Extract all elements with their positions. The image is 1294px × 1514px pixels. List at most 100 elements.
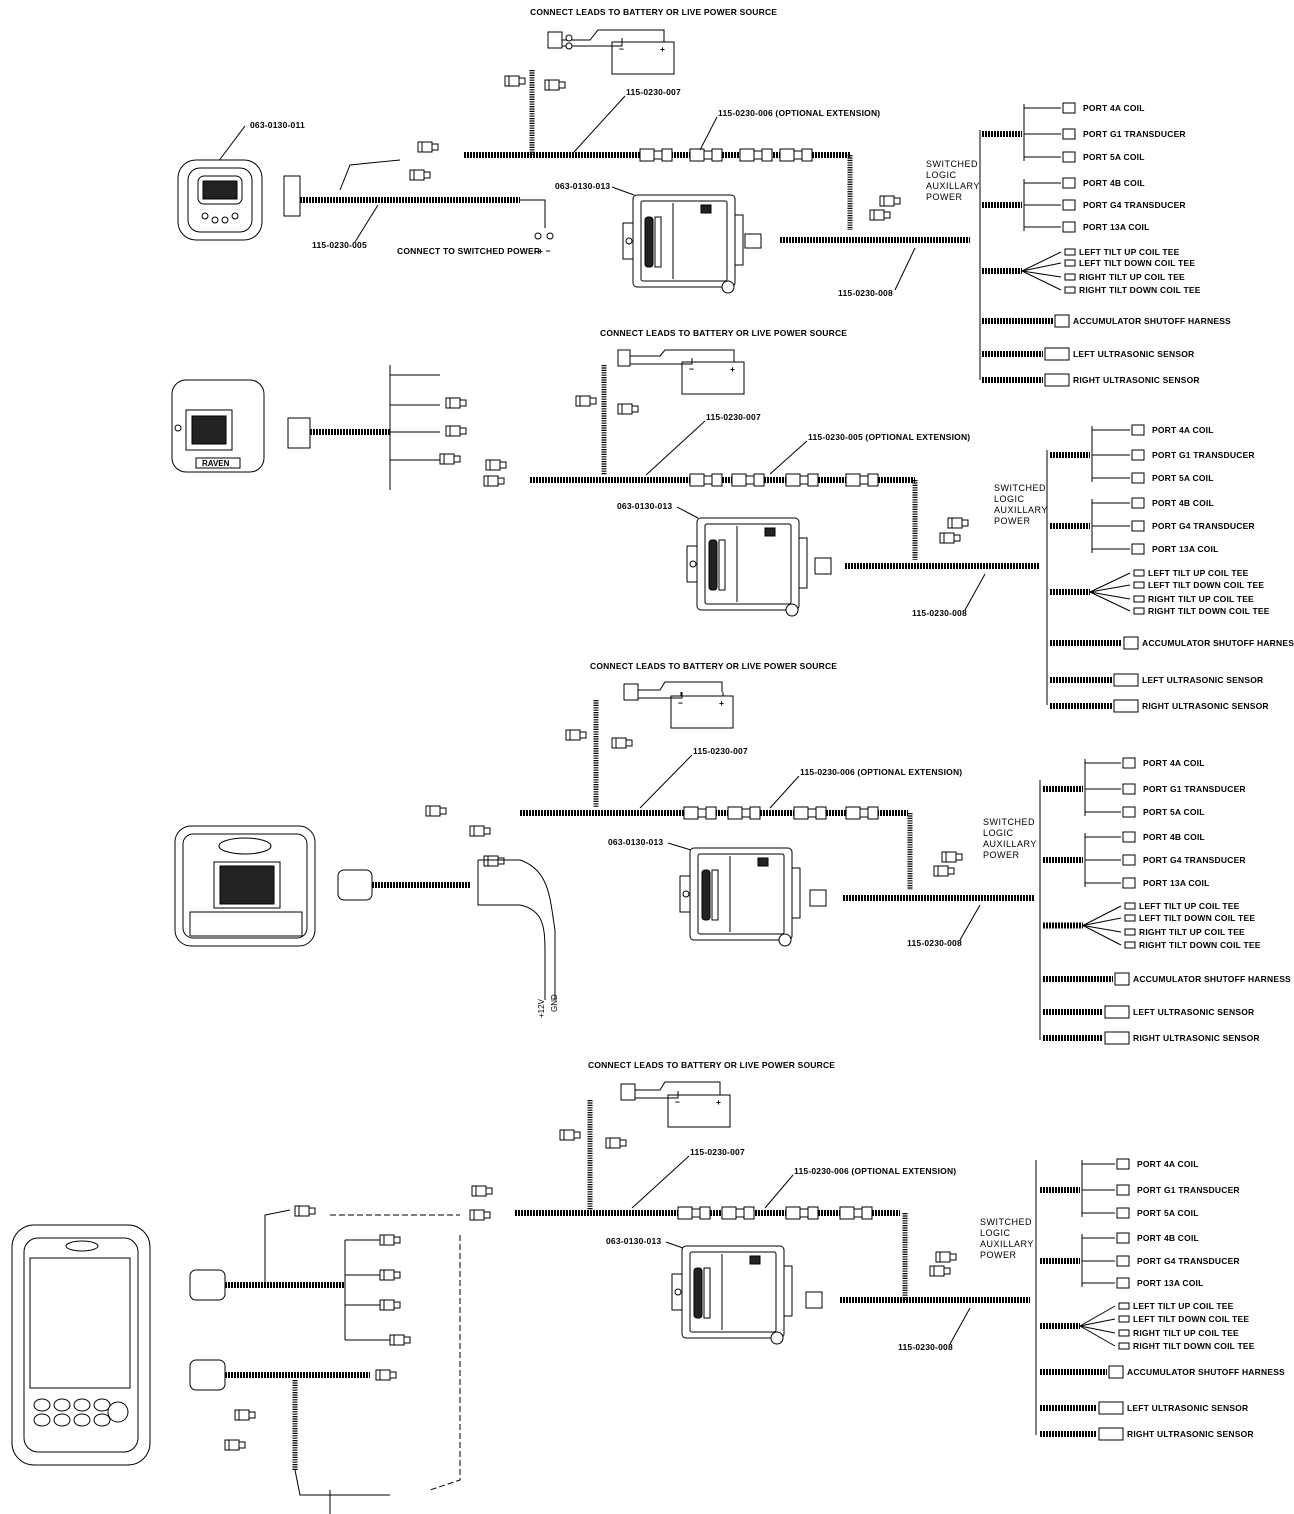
- diagram-4: CONNECT LEADS TO BATTERY OR LIVE POWER S…: [11, 1060, 1037, 1514]
- power-plus-label: +12V: [537, 998, 546, 1018]
- tee-connector-icon: [1133, 581, 1145, 589]
- switched-power-polarity: + −: [538, 246, 551, 256]
- valve-harness-label: 115-0230-008: [898, 1342, 953, 1352]
- main-harness-label: 115-0230-007: [693, 746, 748, 756]
- port-label: PORT 4B COIL: [1137, 1233, 1199, 1243]
- tee-label: RIGHT TILT UP COIL TEE: [1079, 272, 1185, 282]
- node-label: 063-0130-013: [617, 501, 672, 511]
- sensor-label: RIGHT ULTRASONIC SENSOR: [1073, 375, 1200, 385]
- console-harness-label: 115-0230-005: [312, 240, 367, 250]
- port-connector-icon: [1122, 854, 1136, 866]
- port-connector-icon: [1131, 424, 1145, 436]
- aux-power-3d: POWER: [983, 850, 1020, 860]
- port-label: PORT 5A COIL: [1137, 1208, 1199, 1218]
- port-label: PORT 4A COIL: [1143, 758, 1205, 768]
- accumulator-connector-icon: [1108, 1365, 1124, 1379]
- main-harness-label: 115-0230-007: [690, 1147, 745, 1157]
- port-label: PORT 4A COIL: [1083, 103, 1145, 113]
- tee-lead: [1021, 251, 1062, 272]
- port-connector-icon: [1062, 102, 1076, 114]
- tee-lead: [1082, 925, 1122, 946]
- port-connector-icon: [1116, 1184, 1130, 1196]
- port-connector-icon: [1116, 1232, 1130, 1244]
- node-label: 063-0130-013: [555, 181, 610, 191]
- battery-icon: [681, 357, 745, 395]
- extension-label: 115-0230-005 (OPTIONAL EXTENSION): [808, 432, 970, 442]
- aux-power-3b: LOGIC: [983, 828, 1014, 838]
- port-label: PORT G4 TRANSDUCER: [1137, 1256, 1240, 1266]
- ecu-node-3: [679, 847, 801, 947]
- switched-power-label: CONNECT TO SWITCHED POWER: [397, 246, 540, 256]
- tee-label: LEFT TILT DOWN COIL TEE: [1133, 1314, 1249, 1324]
- extension-label: 115-0230-006 (OPTIONAL EXTENSION): [800, 767, 962, 777]
- port-connector-icon: [1116, 1207, 1130, 1219]
- port-connector-icon: [1062, 151, 1076, 163]
- extension-label: 115-0230-006 (OPTIONAL EXTENSION): [718, 108, 880, 118]
- valve-harness-label: 115-0230-008: [838, 288, 893, 298]
- port-connector-icon: [1122, 877, 1136, 889]
- sensor-label: LEFT ULTRASONIC SENSOR: [1073, 349, 1194, 359]
- tee-connector-icon: [1064, 286, 1076, 294]
- node-label: 063-0130-013: [606, 1236, 661, 1246]
- port-label: PORT 13A COIL: [1152, 544, 1219, 554]
- aux-power-2a: SWITCHED: [994, 483, 1046, 493]
- accumulator-label: ACCUMULATOR SHUTOFF HARNESS: [1073, 316, 1231, 326]
- aux-power-2d: POWER: [994, 516, 1031, 526]
- port-connector-icon: [1062, 128, 1076, 140]
- port-connector-icon: [1122, 757, 1136, 769]
- aux-power-2c: AUXILLARY: [994, 505, 1048, 515]
- console-4: [11, 1224, 151, 1466]
- sensor-connector-icon: [1104, 1031, 1130, 1045]
- accumulator-label: ACCUMULATOR SHUTOFF HARNESS: [1142, 638, 1294, 648]
- port-label: PORT 4A COIL: [1137, 1159, 1199, 1169]
- aux-power-4c: AUXILLARY: [980, 1239, 1034, 1249]
- tee-lead: [1079, 1305, 1116, 1327]
- port-label: PORT G4 TRANSDUCER: [1152, 521, 1255, 531]
- tee-label: RIGHT TILT UP COIL TEE: [1148, 594, 1254, 604]
- battery-note: CONNECT LEADS TO BATTERY OR LIVE POWER S…: [530, 7, 777, 17]
- tee-connector-icon: [1133, 607, 1145, 615]
- sensor-label: LEFT ULTRASONIC SENSOR: [1133, 1007, 1254, 1017]
- tee-lead: [1082, 925, 1122, 933]
- port-connector-icon: [1116, 1277, 1130, 1289]
- diagram-3: CONNECT LEADS TO BATTERY OR LIVE POWER S…: [174, 661, 1041, 1040]
- console-part-number: 063-0130-011: [250, 120, 305, 130]
- tee-label: LEFT TILT DOWN COIL TEE: [1139, 913, 1255, 923]
- port-label: PORT 4A COIL: [1152, 425, 1214, 435]
- ecu-node-1: [622, 194, 744, 294]
- tee-connector-icon: [1133, 569, 1145, 577]
- port-label: PORT G1 TRANSDUCER: [1143, 784, 1246, 794]
- sensor-label: LEFT ULTRASONIC SENSOR: [1142, 675, 1263, 685]
- sensor-connector-icon: [1098, 1401, 1124, 1415]
- tee-connector-icon: [1124, 902, 1136, 910]
- aux-power-3c: AUXILLARY: [983, 839, 1037, 849]
- battery-note: CONNECT LEADS TO BATTERY OR LIVE POWER S…: [590, 661, 837, 671]
- port-label: PORT G1 TRANSDUCER: [1083, 129, 1186, 139]
- sensor-label: RIGHT ULTRASONIC SENSOR: [1133, 1033, 1260, 1043]
- port-connector-icon: [1062, 177, 1076, 189]
- console-3: [174, 825, 316, 947]
- aux-power-4a: SWITCHED: [980, 1217, 1032, 1227]
- sensor-connector-icon: [1098, 1427, 1124, 1441]
- port-label: PORT 4B COIL: [1152, 498, 1214, 508]
- tee-label: RIGHT TILT UP COIL TEE: [1139, 927, 1245, 937]
- tee-label: LEFT TILT UP COIL TEE: [1079, 247, 1180, 257]
- tee-label: RIGHT TILT DOWN COIL TEE: [1148, 606, 1270, 616]
- port-label: PORT G1 TRANSDUCER: [1152, 450, 1255, 460]
- tee-connector-icon: [1124, 914, 1136, 922]
- port-connector-icon: [1122, 783, 1136, 795]
- port-connector-icon: [1131, 472, 1145, 484]
- accumulator-connector-icon: [1054, 314, 1070, 328]
- aux-power-4d: POWER: [980, 1250, 1017, 1260]
- port-connector-icon: [1122, 806, 1136, 818]
- battery-icon: [670, 691, 734, 729]
- ecu-node-2: [686, 517, 808, 617]
- tee-lead: [1079, 1318, 1116, 1327]
- tee-connector-icon: [1118, 1342, 1130, 1350]
- port-connector-icon: [1131, 497, 1145, 509]
- tee-label: LEFT TILT UP COIL TEE: [1139, 901, 1240, 911]
- sensor-connector-icon: [1044, 373, 1070, 387]
- console-2: RAVEN: [171, 379, 265, 473]
- tee-label: RIGHT TILT DOWN COIL TEE: [1079, 285, 1201, 295]
